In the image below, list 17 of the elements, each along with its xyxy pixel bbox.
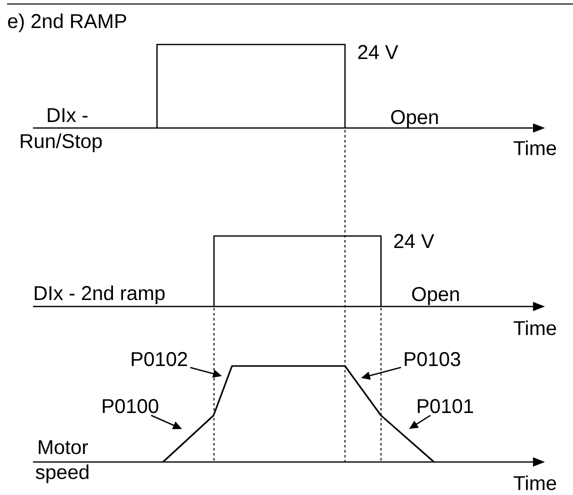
axis-label: Time <box>514 320 556 336</box>
parameter-label: P0100 <box>102 399 158 414</box>
axis-label: Time <box>514 140 556 156</box>
signal-label: Motor <box>38 440 88 454</box>
signal-label: DIx - <box>48 108 88 122</box>
state-label: Open <box>412 287 459 306</box>
title: e) 2nd RAMP <box>8 14 126 32</box>
axis-label: Time <box>514 476 556 490</box>
parameter-label: P0101 <box>418 399 474 414</box>
signal-label: speed <box>36 464 88 484</box>
voltage-label: 24 V <box>394 234 434 248</box>
signal-label: Run/Stop <box>20 134 102 152</box>
state-label: Open <box>391 110 438 128</box>
voltage-label: 24 V <box>358 45 398 59</box>
parameter-label: P0103 <box>404 352 460 366</box>
parameter-label: P0102 <box>132 352 188 366</box>
signal-label: DIx - 2nd ramp <box>34 286 165 304</box>
